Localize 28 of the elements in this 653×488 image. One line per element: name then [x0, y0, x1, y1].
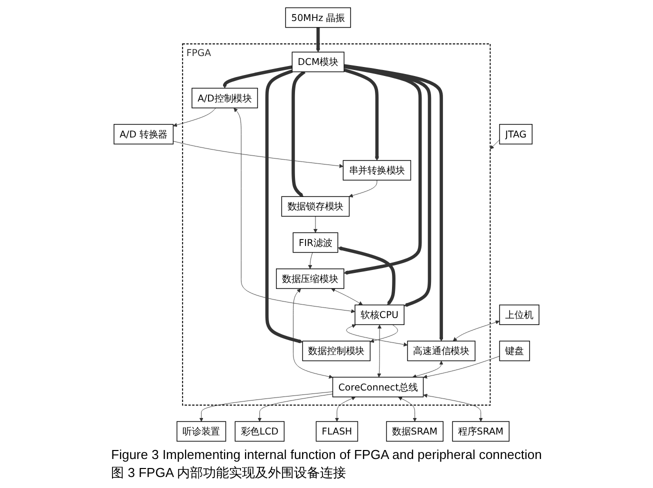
arrow — [265, 70, 303, 344]
node-box: A/D 转换器 — [114, 124, 174, 144]
node-box: 彩色LCD — [234, 421, 285, 442]
arrow — [222, 65, 292, 88]
node-box: 听诊装置 — [176, 421, 226, 442]
node-box: 软核CPU — [354, 304, 404, 326]
caption: Figure 3 Implementing internal function of FPGA and peripheral connection — [111, 447, 542, 462]
arrow — [316, 27, 320, 52]
node-box: DCM模块 — [292, 52, 344, 72]
node-box: 上位机 — [499, 304, 540, 326]
caption: 图 3 FPGA 内部功能实现及外围设备连接 — [111, 464, 347, 482]
node-box: 50MHz 晶振 — [285, 7, 351, 28]
node-box: 串并转换模块 — [342, 160, 412, 181]
node-box: FIR滤波 — [292, 232, 338, 253]
node-box: CoreConnect总线 — [332, 376, 424, 398]
node-box: JTAG — [499, 124, 532, 144]
node-box: 程序SRAM — [452, 421, 510, 442]
node-box: A/D控制模块 — [192, 88, 258, 108]
arrow — [338, 246, 396, 306]
node-box: 数据锁存模块 — [281, 196, 350, 217]
node-box: 高速通信模块 — [407, 340, 476, 362]
node-box: 数据控制模块 — [302, 340, 371, 362]
arrow — [344, 68, 380, 161]
node-box: 数据压缩模块 — [276, 268, 344, 289]
node-box: 键盘 — [499, 340, 530, 362]
node-box: 数据SRAM — [386, 421, 444, 442]
node-box: FLASH — [316, 421, 358, 442]
arrow — [292, 70, 306, 197]
